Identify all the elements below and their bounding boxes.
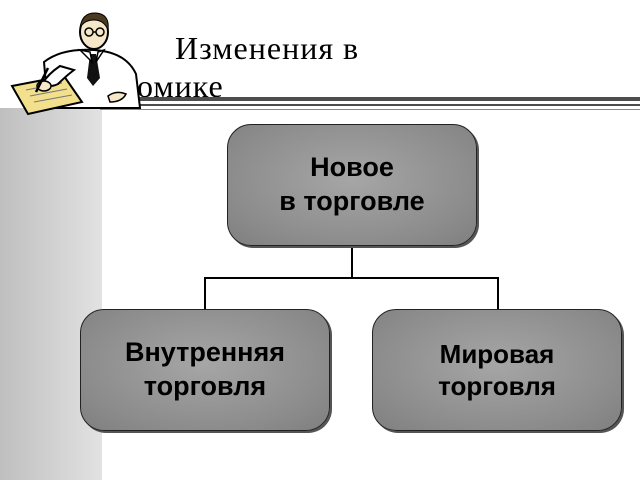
scholar-writing-clipart-icon bbox=[10, 12, 142, 116]
title-rule-medium bbox=[100, 104, 640, 106]
node-right-line-1: Мировая bbox=[439, 338, 555, 369]
node-root-line-1: Новое bbox=[310, 152, 394, 183]
node-new-in-trade: Новое в торговле bbox=[227, 124, 477, 246]
node-right-line-2: торговля bbox=[438, 371, 556, 401]
node-world-trade: Мировая торговля bbox=[372, 309, 622, 431]
node-domestic-trade: Внутренняя торговля bbox=[80, 309, 330, 431]
title-rule-thin bbox=[100, 109, 640, 110]
node-root-line-2: в торговле bbox=[279, 186, 425, 216]
slide-title-line-1: Изменения в bbox=[175, 30, 360, 66]
node-left-line-1: Внутренняя bbox=[124, 337, 285, 368]
title-rule-thick bbox=[100, 97, 640, 101]
node-left-line-2: торговля bbox=[143, 371, 267, 401]
